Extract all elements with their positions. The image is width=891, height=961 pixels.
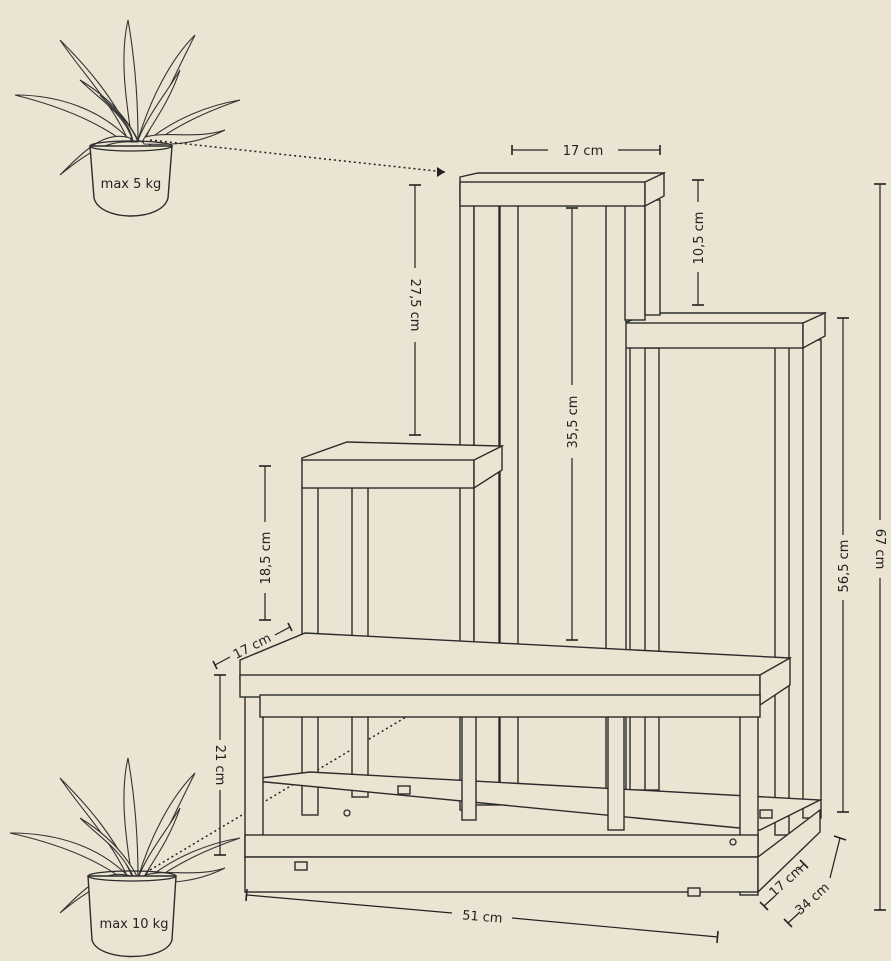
dim-width: 51 cm — [461, 908, 503, 926]
bottom-pot-rim — [87, 870, 177, 882]
bench-frame — [239, 632, 823, 897]
top-pot-rim — [89, 140, 173, 152]
top-load-leader — [149, 139, 446, 173]
dim-left-shelf-height: 18,5 cm — [259, 532, 274, 585]
top-plant-leaves — [14, 19, 241, 176]
bottom-pot-load-label: max 10 kg — [100, 917, 169, 932]
dim-right-height: 56,5 cm — [837, 540, 852, 593]
dim-upper-left-height: 27,5 cm — [407, 279, 422, 332]
right-frame — [624, 311, 827, 836]
top-plant-illustration: max 5 kg — [14, 19, 241, 217]
dim-total-height: 67 cm — [872, 529, 887, 570]
dim-top-width: 17 cm — [563, 144, 604, 159]
dim-bench-height: 21 cm — [212, 745, 227, 786]
bottom-pot — [87, 875, 177, 958]
dim-center-height: 35,5 cm — [566, 396, 581, 449]
dim-depth-total: 34 cm — [793, 880, 833, 918]
top-pot-load-label: max 5 kg — [101, 177, 162, 192]
plant-stand — [239, 171, 827, 897]
dim-top-shelf-height: 10,5 cm — [692, 212, 707, 265]
top-pot — [89, 145, 173, 217]
top-load-arrowhead — [437, 167, 445, 177]
bottom-plant-illustration: max 10 kg — [9, 757, 241, 958]
